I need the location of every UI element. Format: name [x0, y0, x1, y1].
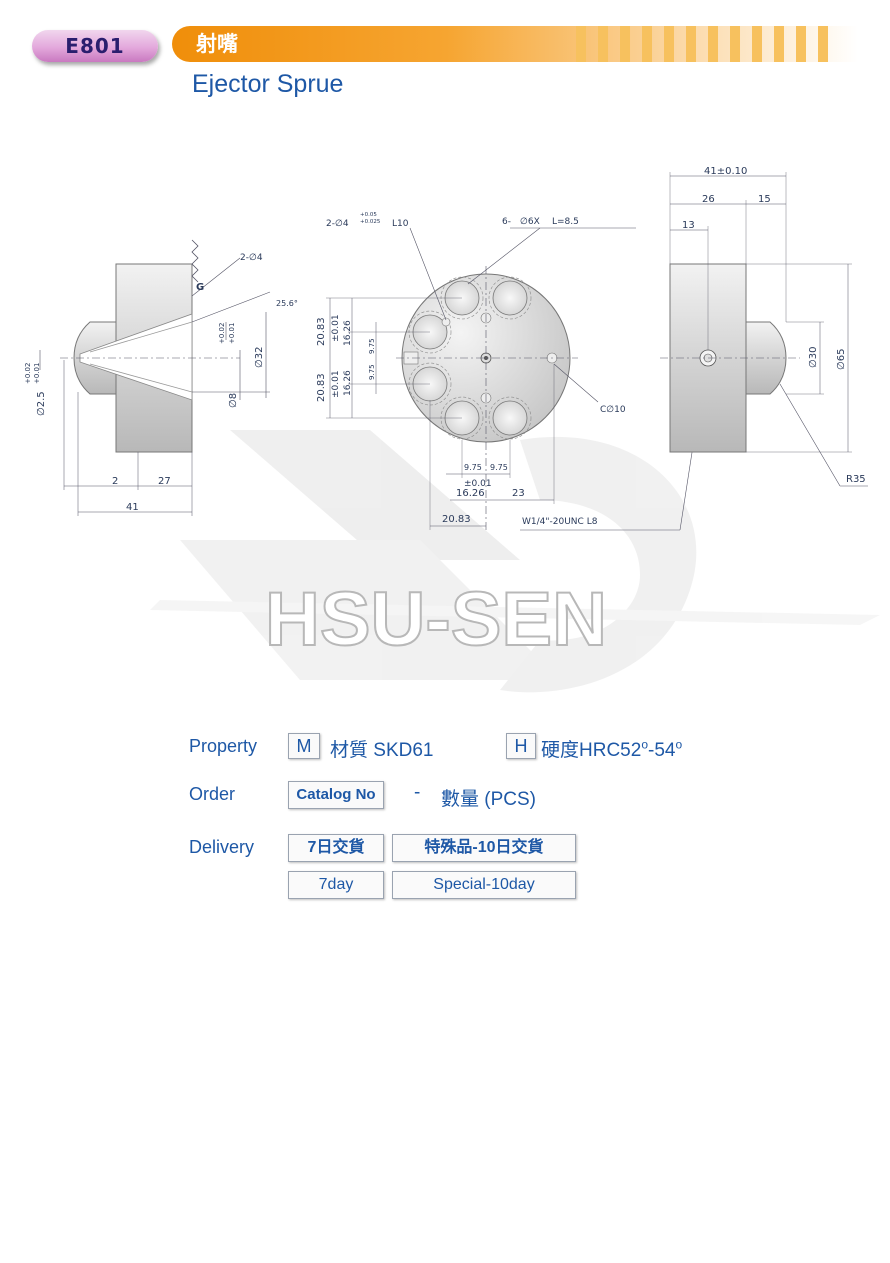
right-view	[660, 172, 868, 487]
watermark-text: HSU-SEN	[265, 577, 607, 662]
hardness-code-box: H	[506, 733, 536, 759]
h-dim-9-75-a: 9.75	[464, 463, 482, 472]
tip-dia-label: ∅2.5	[36, 391, 47, 416]
h-tol: ±0.01	[464, 479, 492, 489]
title-chinese: 射嘴	[196, 32, 238, 56]
product-code: E801	[65, 34, 125, 58]
v-dim-9-75-b: 9.75	[368, 364, 376, 380]
dim-2-label: 2	[112, 476, 118, 487]
delivery-7-en-box: 7day	[288, 871, 384, 899]
bolt-length-label: L=8.5	[552, 217, 579, 227]
front-view	[326, 227, 707, 531]
v-dim-9-75-a: 9.75	[368, 338, 376, 354]
v-tol-b: ±0.01	[331, 370, 341, 398]
v-dim-16-26-a: 16.26	[343, 320, 353, 346]
delivery-special-zh-box: 特殊品-10日交貨	[392, 834, 576, 862]
front-hole-tol-upper: +0.05	[360, 212, 377, 218]
h-dim-23: 23	[512, 488, 525, 499]
tip-tol-lower: +0.01	[33, 363, 41, 384]
dia-30-label: ∅30	[808, 347, 819, 368]
watermark-logo	[150, 430, 880, 693]
g-label: G	[196, 282, 204, 293]
bolt-count-label: 6-	[502, 217, 511, 227]
dim-27-label: 27	[158, 476, 171, 487]
h-dim-9-75-b: 9.75	[490, 463, 508, 472]
title-bar-stripes	[576, 26, 828, 62]
dim-41-label: 41	[126, 502, 139, 513]
title-english: Ejector Sprue	[192, 70, 344, 98]
v-tol-a: ±0.01	[331, 314, 341, 342]
r35-label: R35	[846, 474, 866, 485]
right-dim-15: 15	[758, 194, 771, 205]
left-tol-upper: +0.02	[218, 323, 226, 344]
hardness-text: 硬度HRC52o-54o	[541, 737, 683, 761]
v-dim-16-26-b: 16.26	[343, 370, 353, 396]
v-dim-20-83-b: 20.83	[316, 373, 327, 402]
left-hole-label: 2-∅4	[240, 253, 263, 263]
dia-32-label: ∅32	[254, 347, 265, 368]
l10-label: L10	[392, 219, 409, 229]
front-hole-tol-lower: +0.025	[360, 219, 381, 225]
angle-label: 25.6°	[276, 299, 298, 308]
catalog-no-box: Catalog No	[288, 781, 384, 809]
front-hole-label: 2-∅4	[326, 219, 349, 229]
dia-65-label: ∅65	[836, 349, 847, 370]
left-tol-lower: +0.01	[228, 323, 236, 344]
technical-drawing: HSU-SEN 2-∅4 G 25.6° +0.02 +0.01 ∅32 ∅8 …	[24, 166, 880, 693]
title-bar	[172, 26, 858, 62]
dia-8-label: ∅8	[228, 393, 239, 408]
delivery-7-zh-box: 7日交貨	[288, 834, 384, 862]
delivery-label: Delivery	[189, 837, 255, 857]
h-dim-20-83: 20.83	[442, 514, 471, 525]
c10-label: C∅10	[600, 405, 626, 415]
h-dim-16-26: 16.26	[456, 488, 485, 499]
material-code-box: M	[288, 733, 320, 759]
right-dim-26: 26	[702, 194, 715, 205]
product-code-badge	[32, 30, 158, 62]
right-dim-13: 13	[682, 220, 695, 231]
order-label: Order	[189, 784, 236, 804]
order-dash: -	[414, 782, 421, 803]
material-text: 材質 SKD61	[330, 740, 434, 761]
quantity-text: 數量 (PCS)	[441, 789, 537, 810]
left-view	[39, 239, 271, 516]
tip-tol-upper: +0.02	[24, 363, 32, 384]
bolt-spec-label: ∅6X	[520, 217, 540, 227]
right-dim-41: 41±0.10	[704, 166, 747, 177]
v-dim-20-83-a: 20.83	[316, 317, 327, 346]
delivery-special-en-box: Special-10day	[392, 871, 576, 899]
property-label: Property	[189, 736, 258, 756]
thread-label: W1/4"-20UNC L8	[522, 517, 598, 527]
